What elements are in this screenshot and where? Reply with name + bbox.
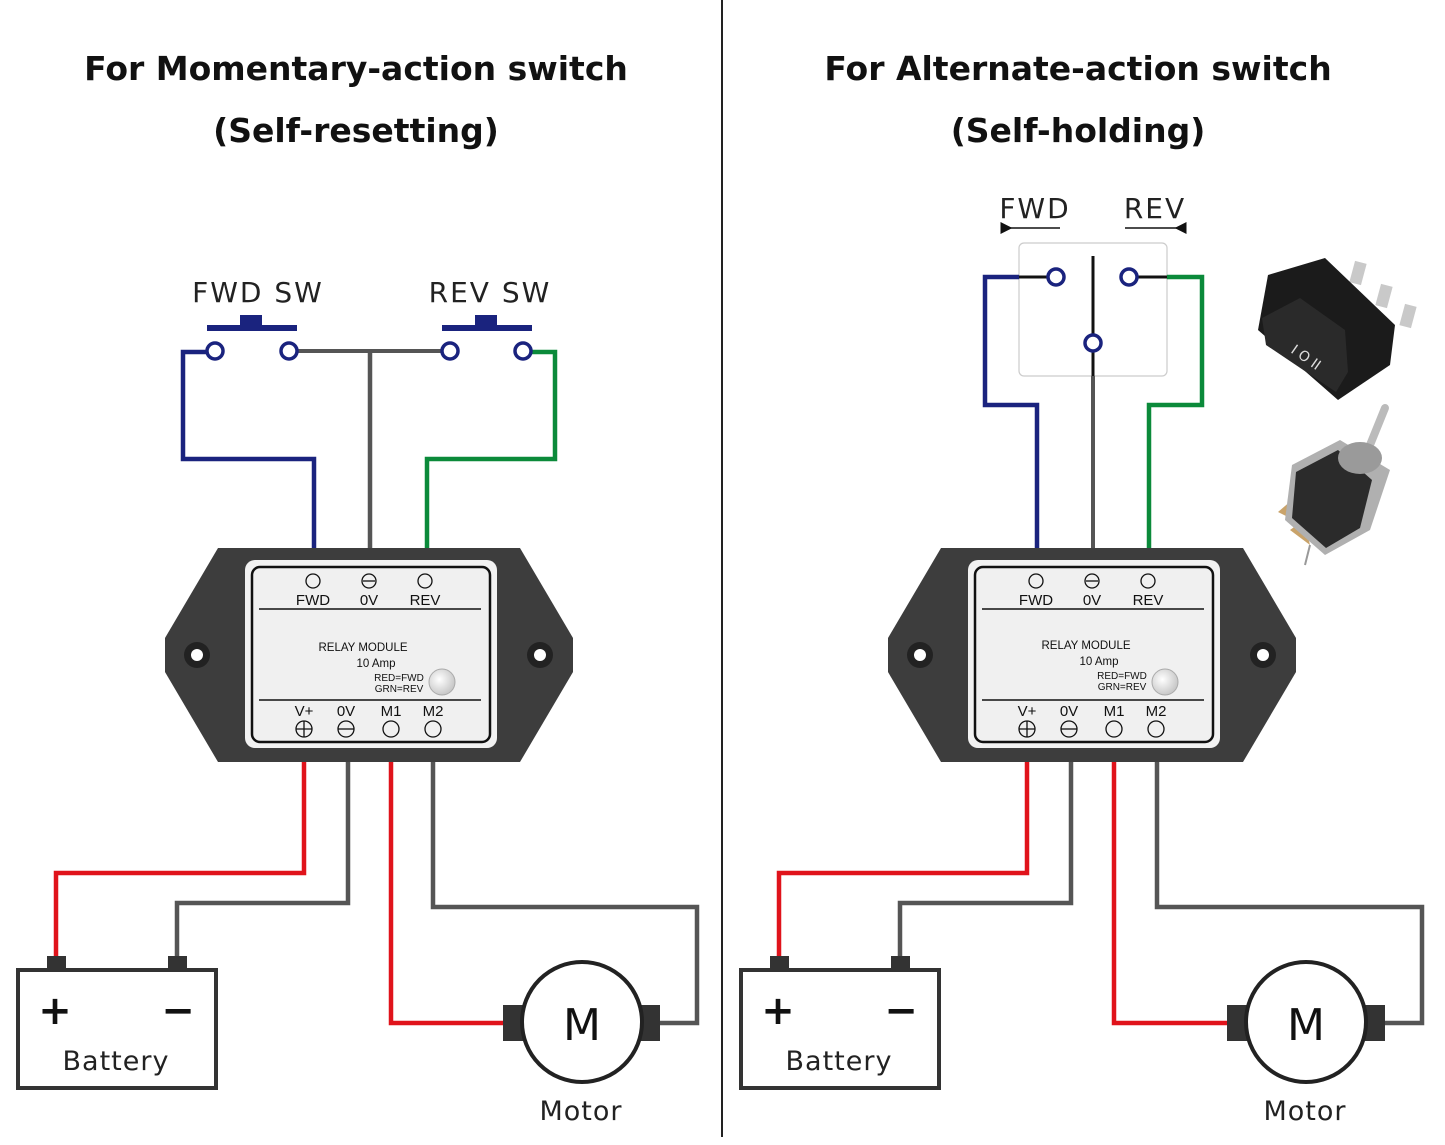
- terminal-vplus: V+: [295, 703, 314, 720]
- motor: M Motor: [503, 960, 660, 1127]
- relay-module: FWD 0V REV RELAY MODULE 10 Amp RED=FWD G…: [165, 548, 573, 762]
- rev-wire: [424, 349, 558, 548]
- terminal-m2: M2: [1146, 703, 1167, 720]
- status-led: [1151, 668, 1179, 696]
- battery-negative-wire: [174, 762, 351, 958]
- fwd-direction-label: FWD: [999, 192, 1070, 225]
- right-title: For Alternate-action switch: [824, 49, 1331, 88]
- rev-switch-label: REV SW: [429, 276, 552, 309]
- terminal-m2: M2: [423, 703, 444, 720]
- right-subtitle: (Self-holding): [951, 111, 1206, 150]
- battery-positive-wire: [53, 762, 307, 958]
- left-panel: For Momentary-action switch (Self-resett…: [16, 49, 700, 1127]
- relay-module: FWD 0V REV RELAY MODULE 10 Amp RED=FWD G…: [888, 548, 1296, 762]
- toggle-switch-photo: [1278, 404, 1390, 566]
- rev-wire: [1146, 274, 1205, 548]
- terminal-rev: REV: [1133, 592, 1164, 609]
- terminal-fwd: FWD: [296, 592, 330, 609]
- terminal-m1: M1: [1104, 703, 1125, 720]
- battery: + − Battery: [739, 956, 941, 1090]
- terminal-0v-top: 0V: [360, 592, 378, 609]
- battery-minus-sign: −: [161, 988, 195, 1034]
- terminal-fwd: FWD: [1019, 592, 1053, 609]
- motor-label: Motor: [539, 1096, 622, 1127]
- rev-push-button-switch: [440, 315, 533, 361]
- module-name: RELAY MODULE: [318, 642, 407, 654]
- battery-plus-sign: +: [761, 988, 795, 1034]
- led-legend-red: RED=FWD: [1097, 671, 1147, 682]
- rev-direction-label: REV: [1124, 192, 1186, 225]
- fwd-push-button-switch: [205, 315, 299, 361]
- terminal-0v-top: 0V: [1083, 592, 1101, 609]
- fwd-wire: [982, 274, 1040, 548]
- terminal-0v-bottom: 0V: [337, 703, 355, 720]
- module-rating: 10 Amp: [357, 658, 396, 670]
- status-led: [428, 668, 456, 696]
- rocker-switch-photo: I O II: [1258, 258, 1417, 400]
- motor-m1-wire: [388, 762, 505, 1026]
- motor-label: Motor: [1263, 1096, 1346, 1127]
- motor-m2-wire: [430, 762, 700, 1026]
- battery: + − Battery: [16, 956, 218, 1090]
- fwd-switch-label: FWD SW: [192, 276, 324, 309]
- battery-negative-wire: [897, 762, 1074, 958]
- module-name: RELAY MODULE: [1041, 640, 1130, 652]
- motor-symbol: M: [563, 1000, 601, 1051]
- terminal-rev: REV: [410, 592, 441, 609]
- fwd-wire: [180, 349, 317, 548]
- module-rating: 10 Amp: [1080, 656, 1119, 668]
- led-legend-red: RED=FWD: [374, 673, 424, 684]
- led-legend-green: GRN=REV: [375, 684, 424, 695]
- terminal-0v-bottom: 0V: [1060, 703, 1078, 720]
- right-panel: For Alternate-action switch (Self-holdin…: [739, 49, 1425, 1127]
- battery-positive-wire: [776, 762, 1030, 958]
- terminal-vplus: V+: [1018, 703, 1037, 720]
- motor-m2-wire: [1154, 762, 1425, 1026]
- left-subtitle: (Self-resetting): [213, 111, 499, 150]
- motor: M Motor: [1227, 960, 1385, 1127]
- battery-label: Battery: [786, 1046, 893, 1077]
- battery-plus-sign: +: [38, 988, 72, 1034]
- led-legend-green: GRN=REV: [1098, 682, 1147, 693]
- terminal-m1: M1: [381, 703, 402, 720]
- common-contact: [1083, 333, 1103, 353]
- motor-m1-wire: [1111, 762, 1228, 1026]
- rev-contact: [1119, 267, 1139, 287]
- battery-label: Battery: [63, 1046, 170, 1077]
- motor-symbol: M: [1287, 1000, 1325, 1051]
- fwd-contact: [1046, 267, 1066, 287]
- battery-minus-sign: −: [884, 988, 918, 1034]
- left-title: For Momentary-action switch: [84, 49, 628, 88]
